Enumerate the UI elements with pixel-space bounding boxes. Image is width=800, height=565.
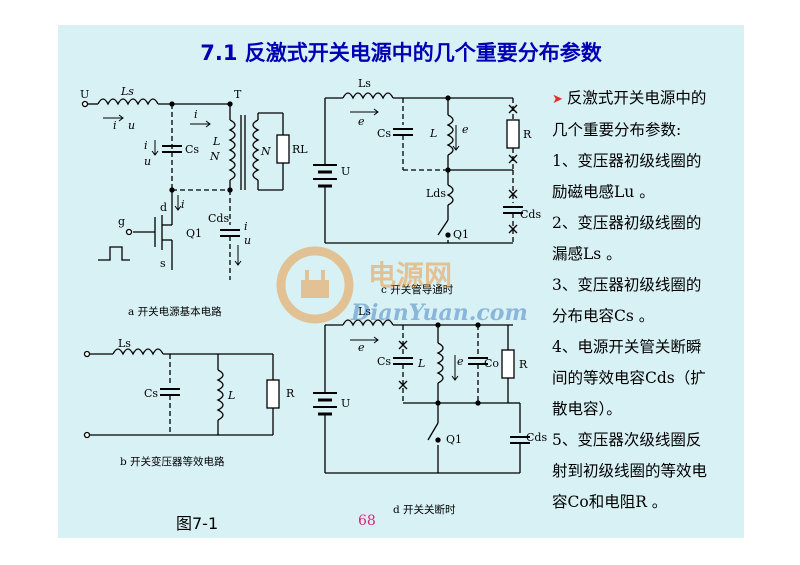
label-U-c: U bbox=[341, 165, 350, 178]
label-U: U bbox=[80, 88, 89, 101]
bullet-line: 5、变压器次级线圈反 bbox=[552, 425, 742, 456]
label-emu-c: e bbox=[462, 123, 469, 136]
label-N2: N bbox=[260, 145, 271, 158]
bullet-line: 几个重要分布参数: bbox=[552, 115, 742, 146]
bullet-line: 射到初级线圈的等效电 bbox=[552, 456, 742, 487]
bullet-text: 射到初级线圈的等效电 bbox=[552, 462, 708, 480]
label-us: u bbox=[128, 119, 135, 132]
label-Ls: Ls bbox=[120, 85, 134, 98]
x-mark bbox=[508, 224, 518, 234]
label-Cds-a: Cds bbox=[208, 212, 229, 225]
bullet-text: 反激式开关电源中的 bbox=[566, 89, 707, 107]
bullet-line: 3、变压器初级线圈的 bbox=[552, 270, 742, 301]
label-Q1-c: Q1 bbox=[453, 228, 469, 241]
bullet-line: 间的等效电容Cds（扩 bbox=[552, 363, 742, 394]
bullet-arrow-icon: ➤ bbox=[552, 92, 563, 107]
label-Cds-c: Cds bbox=[520, 208, 541, 221]
label-Cs-d: Cs bbox=[377, 355, 391, 368]
label-uc: u bbox=[144, 155, 151, 168]
label-Cs-a: Cs bbox=[185, 143, 199, 156]
x-mark bbox=[508, 104, 518, 114]
label-is: i bbox=[113, 119, 117, 132]
label-Q1-a: Q1 bbox=[186, 227, 202, 240]
label-Lmu-a: L bbox=[212, 135, 220, 148]
label-Cs-c: Cs bbox=[377, 127, 391, 140]
label-Cs-b: Cs bbox=[144, 387, 158, 400]
bullet-text: 容Co和电阻R 。 bbox=[552, 493, 668, 511]
label-ic: i bbox=[144, 139, 148, 152]
bullet-line: 2、变压器初级线圈的 bbox=[552, 208, 742, 239]
figure-label: 图7-1 bbox=[176, 514, 219, 533]
bullet-line: ➤反激式开关电源中的 bbox=[552, 83, 742, 115]
label-Q1-d: Q1 bbox=[446, 433, 462, 446]
circuit-diagrams: U Ls T i u i u i Cs L N N RL i Cds i u Q… bbox=[80, 77, 547, 516]
slide: 7.1 反激式开关电源中的几个重要分布参数 bbox=[58, 25, 744, 538]
bullet-text: 2、变压器初级线圈的 bbox=[552, 214, 702, 232]
label-id: i bbox=[181, 198, 185, 211]
label-R-d: R bbox=[519, 358, 528, 371]
label-T: T bbox=[234, 88, 242, 101]
label-Lmu-b: L bbox=[227, 389, 235, 402]
bullet-text: 4、电源开关管关断瞬 bbox=[552, 338, 702, 356]
label-Lds: Lds bbox=[426, 187, 446, 200]
bullet-line: 4、电源开关管关断瞬 bbox=[552, 332, 742, 363]
watermark-en: DianYuan.com bbox=[350, 300, 528, 326]
bullet-text: 励磁电感Lu 。 bbox=[552, 183, 655, 201]
label-U-d: U bbox=[341, 397, 350, 410]
bullet-text: 漏感Ls 。 bbox=[552, 245, 622, 263]
circuit-a bbox=[81, 98, 290, 280]
label-ucd: u bbox=[244, 234, 251, 247]
circuit-b bbox=[83, 348, 280, 439]
circuit-d bbox=[313, 319, 530, 474]
label-es-c: e bbox=[358, 115, 365, 128]
label-Ls-d: Ls bbox=[358, 305, 371, 318]
bullet-text: 1、变压器初级线圈的 bbox=[552, 152, 702, 170]
page-number: 68 bbox=[358, 513, 376, 529]
label-R-b: R bbox=[286, 387, 295, 400]
bullet-line: 励磁电感Lu 。 bbox=[552, 177, 742, 208]
watermark-plug-icon bbox=[301, 280, 329, 298]
label-Lmu-c: L bbox=[429, 127, 437, 140]
bullet-text: 分布电容Cs 。 bbox=[552, 307, 655, 325]
label-Co: Co bbox=[484, 357, 499, 370]
x-mark bbox=[398, 340, 408, 350]
label-Ls-b: Ls bbox=[118, 337, 131, 350]
label-R-c: R bbox=[523, 128, 532, 141]
label-g: g bbox=[118, 215, 125, 228]
watermark-ring-icon bbox=[276, 246, 354, 324]
caption-c: c 开关管导通时 bbox=[381, 283, 454, 296]
watermark: 电源网 DianYuan.com bbox=[273, 240, 533, 330]
bullet-text: 几个重要分布参数: bbox=[552, 121, 682, 139]
label-icd: i bbox=[244, 220, 248, 233]
label-Ls-c: Ls bbox=[358, 77, 371, 90]
bullet-line: 漏感Ls 。 bbox=[552, 239, 742, 270]
label-d: d bbox=[160, 201, 167, 214]
slide-title: 7.1 反激式开关电源中的几个重要分布参数 bbox=[200, 41, 602, 65]
caption-b: b 开关变压器等效电路 bbox=[120, 455, 225, 468]
watermark-cn: 电源网 bbox=[368, 259, 452, 292]
label-es-d: e bbox=[358, 341, 365, 354]
bullet-line: 散电容）。 bbox=[552, 394, 742, 425]
x-mark bbox=[398, 380, 408, 390]
bullet-line: 容Co和电阻R 。 bbox=[552, 487, 742, 518]
x-mark bbox=[508, 154, 518, 164]
bullet-line: 1、变压器初级线圈的 bbox=[552, 146, 742, 177]
bullet-list: ➤反激式开关电源中的几个重要分布参数: 1、变压器初级线圈的励磁电感Lu 。 2、变… bbox=[552, 83, 742, 518]
circuit-c bbox=[313, 92, 523, 244]
caption-a: a 开关电源基本电路 bbox=[128, 305, 222, 318]
bullet-text: 3、变压器初级线圈的 bbox=[552, 276, 702, 294]
label-N1: N bbox=[209, 150, 220, 163]
label-RL: RL bbox=[292, 143, 308, 156]
caption-d: d 开关关断时 bbox=[393, 503, 456, 516]
bullet-text: 5、变压器次级线圈反 bbox=[552, 431, 702, 449]
label-s: s bbox=[160, 257, 166, 270]
label-i1: i bbox=[194, 108, 198, 121]
bullet-text: 散电容）。 bbox=[552, 400, 622, 418]
label-Cds-d: Cds bbox=[526, 431, 547, 444]
bullet-text: 间的等效电容Cds（扩 bbox=[552, 369, 706, 387]
bullet-line: 分布电容Cs 。 bbox=[552, 301, 742, 332]
x-mark bbox=[508, 189, 518, 199]
label-Lmu-d: L bbox=[417, 357, 425, 370]
label-emu-d: e bbox=[457, 355, 464, 368]
